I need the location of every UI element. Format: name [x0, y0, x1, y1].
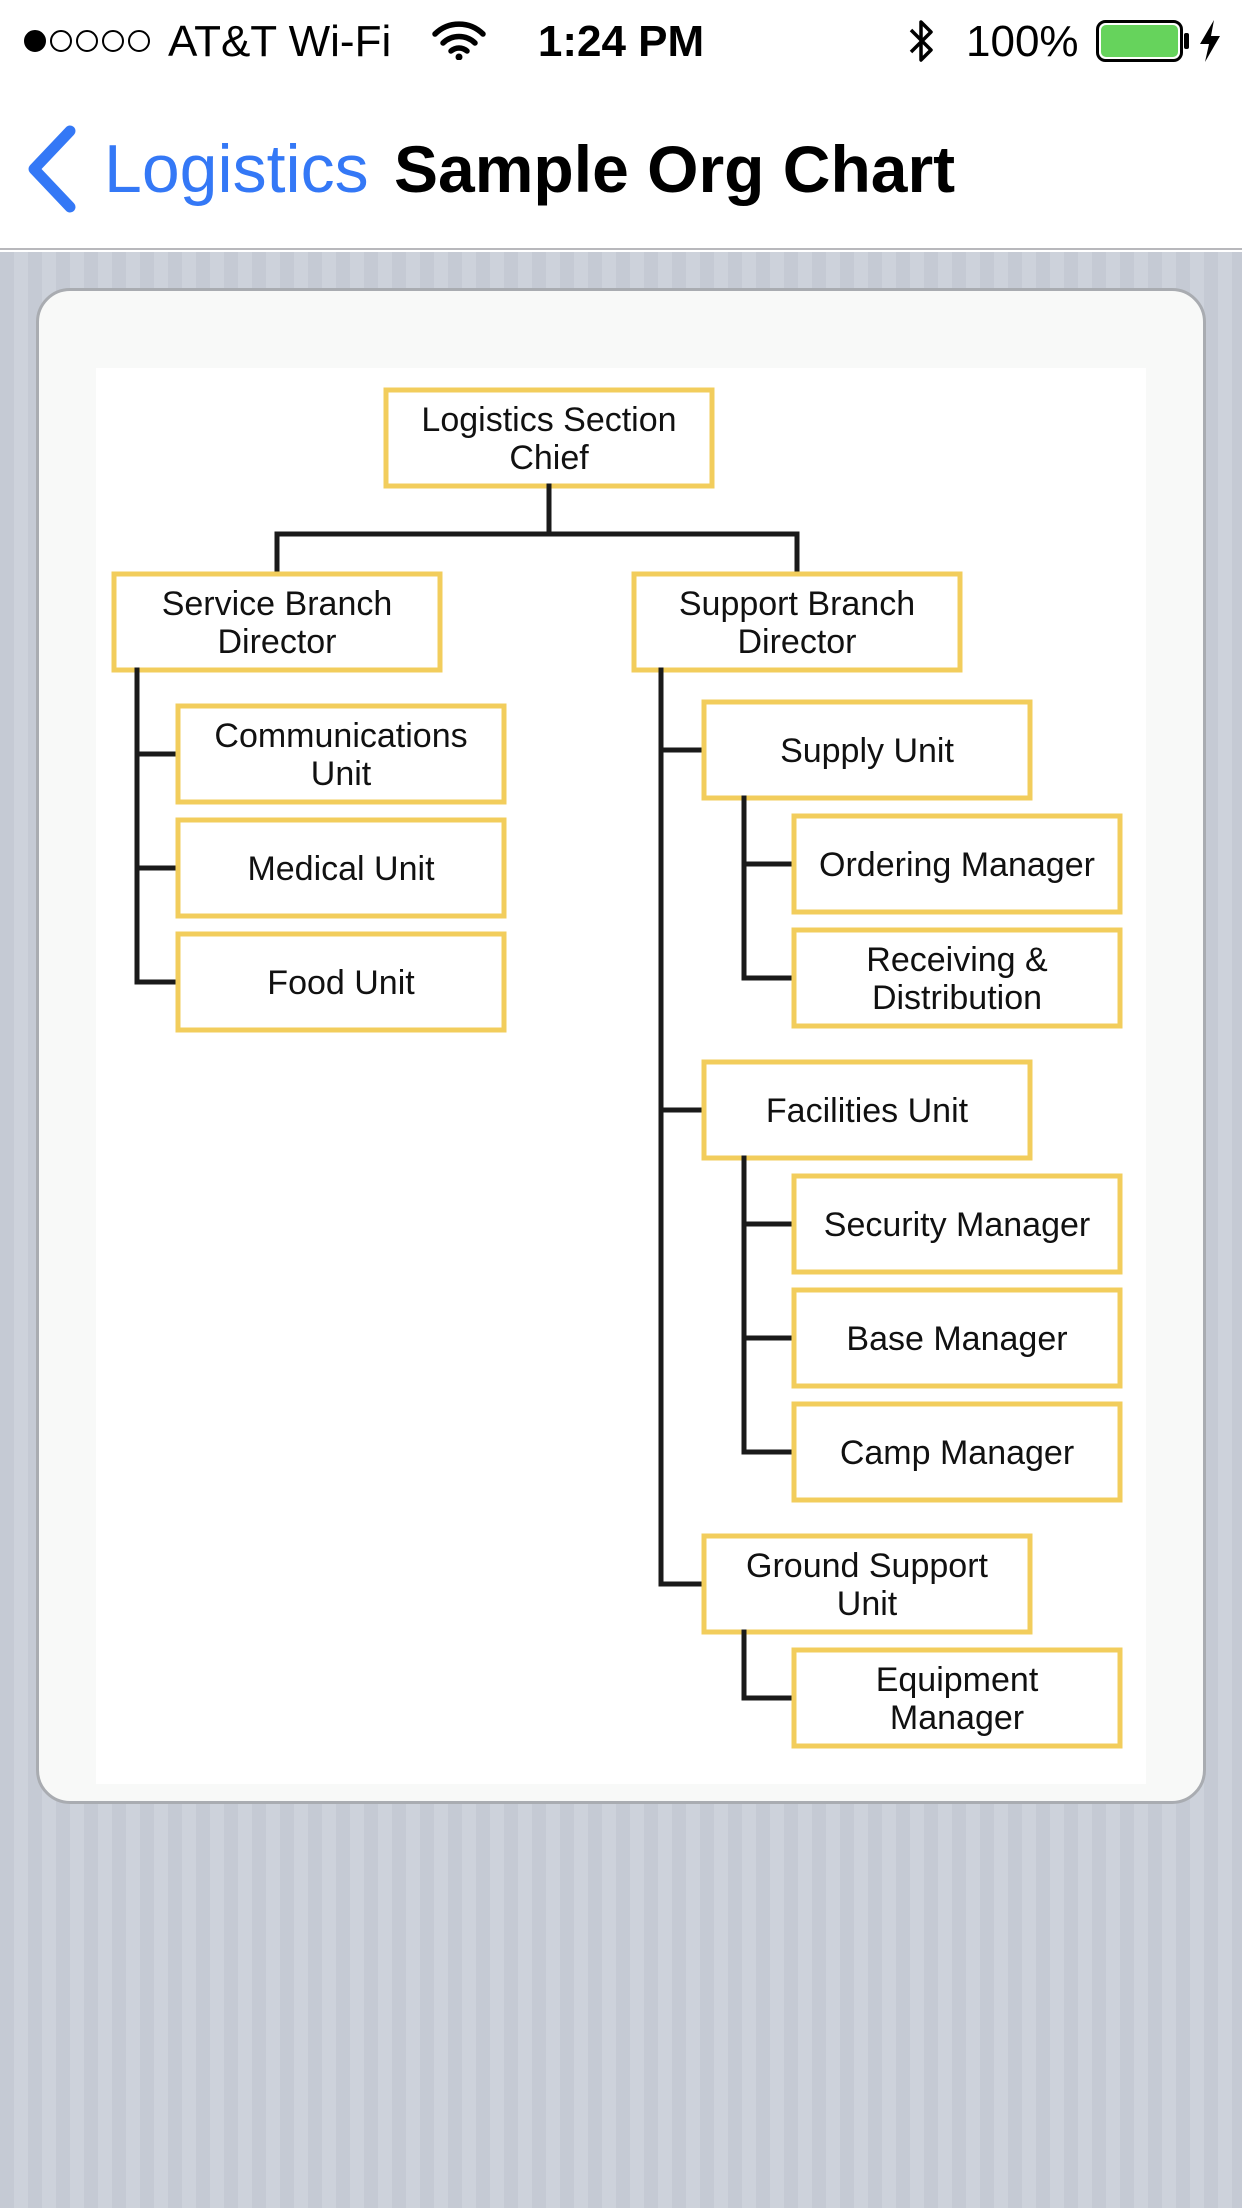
back-button-label: Logistics: [104, 131, 369, 207]
org-box-border: [791, 1173, 1123, 1275]
org-box-border: [175, 817, 507, 919]
org-box-label: Ground Support: [746, 1547, 988, 1585]
wifi-icon: [432, 21, 486, 60]
org-box-label: Ordering Manager: [819, 846, 1095, 884]
org-box-border: [631, 571, 963, 673]
org-box-security-manager: Security Manager: [791, 1173, 1123, 1275]
org-box-label: Food Unit: [267, 964, 415, 1002]
org-box-border: [791, 1287, 1123, 1389]
org-box-label: Facilities Unit: [766, 1092, 969, 1130]
signal-dot: [128, 30, 150, 52]
signal-dot: [50, 30, 72, 52]
status-bar: AT&T Wi-Fi 1:24 PM 100%: [0, 0, 1242, 84]
navigation-bar: Logistics Sample Org Chart: [0, 84, 1242, 250]
org-box-label: Logistics Section: [421, 401, 676, 439]
org-box-label: Unit: [311, 755, 372, 793]
org-box-label: Camp Manager: [840, 1434, 1074, 1472]
org-box-border: [175, 931, 507, 1033]
charging-bolt-icon: [1200, 20, 1220, 62]
org-box-food-unit: Food Unit: [175, 931, 507, 1033]
org-box-label: Supply Unit: [780, 732, 954, 770]
org-box-border: [791, 927, 1123, 1029]
org-box-border: [791, 1647, 1123, 1749]
org-box-supply-unit: Supply Unit: [701, 699, 1033, 801]
signal-dot: [76, 30, 98, 52]
signal-dot: [102, 30, 124, 52]
back-button[interactable]: Logistics: [24, 114, 369, 224]
org-box-label: Director: [737, 623, 856, 661]
org-box-border: [111, 571, 443, 673]
org-box-label: Communications: [214, 717, 467, 755]
org-box-border: [791, 1401, 1123, 1503]
org-box-label: Service Branch: [162, 585, 393, 623]
org-box-facilities-unit: Facilities Unit: [701, 1059, 1033, 1161]
org-box-label: Director: [217, 623, 336, 661]
org-box-camp-manager: Camp Manager: [791, 1401, 1123, 1503]
org-box-border: [175, 703, 507, 805]
org-box-label: Medical Unit: [247, 850, 435, 888]
org-box-border: [791, 813, 1123, 915]
signal-strength-icon: [24, 16, 150, 66]
carrier-label: AT&T Wi-Fi: [168, 17, 392, 66]
signal-dot: [24, 30, 46, 52]
org-box-base-manager: Base Manager: [791, 1287, 1123, 1389]
org-box-label: Distribution: [872, 979, 1042, 1017]
battery-percentage: 100%: [966, 17, 1079, 66]
page-title: Sample Org Chart: [394, 132, 956, 206]
org-box-label: Receiving &: [866, 941, 1048, 979]
battery-icon: [1096, 20, 1189, 62]
bluetooth-icon: [909, 20, 933, 62]
org-box-label: Manager: [890, 1699, 1024, 1737]
clock: 1:24 PM: [537, 17, 705, 66]
org-box-ordering-manager: Ordering Manager: [791, 813, 1123, 915]
org-box-border: [701, 1533, 1033, 1635]
org-box-border: [701, 699, 1033, 801]
org-box-label: Equipment: [876, 1661, 1039, 1699]
chevron-left-icon: [28, 125, 76, 213]
org-box-border: [701, 1059, 1033, 1161]
org-box-label: Base Manager: [846, 1320, 1067, 1358]
org-box-receiving-distribution: Receiving &Distribution: [791, 927, 1123, 1029]
org-box-label: Unit: [837, 1585, 898, 1623]
org-box-medical-unit: Medical Unit: [175, 817, 507, 919]
org-box-label: Chief: [509, 439, 589, 477]
org-box-label: Security Manager: [824, 1206, 1090, 1244]
org-box-label: Support Branch: [679, 585, 915, 623]
